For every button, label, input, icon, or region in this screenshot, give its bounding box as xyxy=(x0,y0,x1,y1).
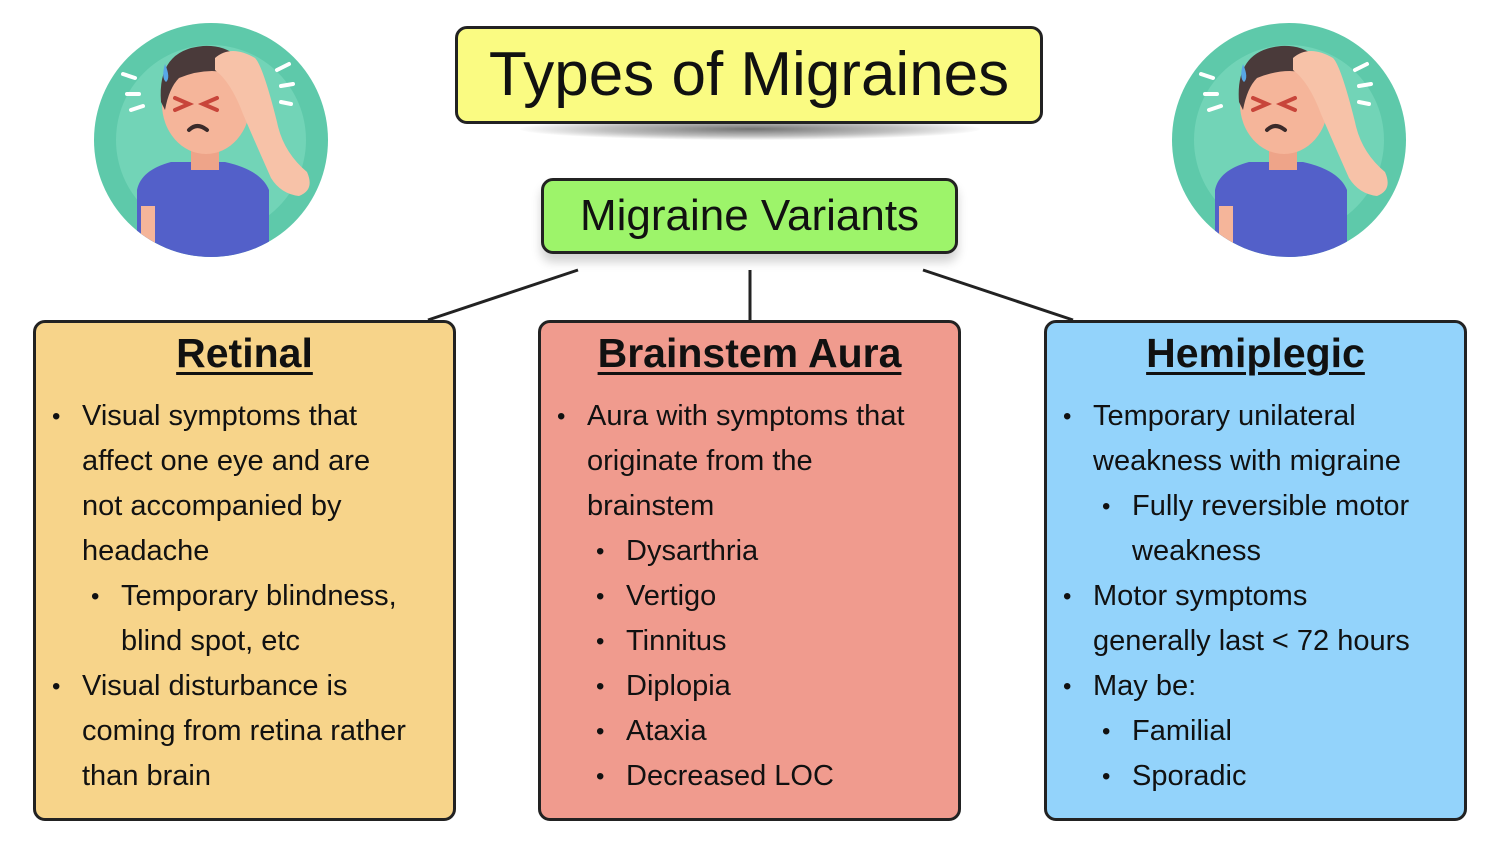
retinal-card-title: Retinal xyxy=(176,330,313,376)
hemiplegic-card-title: Hemiplegic xyxy=(1146,330,1365,376)
brainstem-bullet-text: Decreased LOC xyxy=(626,760,834,792)
bullet-icon: • xyxy=(557,403,566,430)
bullet-icon: • xyxy=(1102,493,1111,520)
bullet-icon: • xyxy=(596,538,605,565)
bullet-icon: • xyxy=(596,628,605,655)
bullet-icon: • xyxy=(91,583,100,610)
hemiplegic-bullet-item: • Familial xyxy=(1047,709,1464,754)
connector-hemiplegic xyxy=(922,268,1074,322)
title-box: Types of Migraines xyxy=(455,26,1043,124)
brainstem-bullet-text: Dysarthria xyxy=(626,535,759,567)
brainstem-bullet-item: • Decreased LOC xyxy=(541,754,958,799)
bullet-icon: • xyxy=(1063,673,1072,700)
brainstem-bullet-text: Tinnitus xyxy=(626,625,727,657)
person-with-headache-icon xyxy=(93,22,329,258)
brainstem-aura-card-title: Brainstem Aura xyxy=(597,330,902,376)
bullet-icon: • xyxy=(1063,583,1072,610)
connector-retinal xyxy=(427,268,579,322)
bullet-icon: • xyxy=(596,673,605,700)
hemiplegic-bullet-text: Familial xyxy=(1132,715,1232,747)
brainstem-bullet-item: • Vertigo xyxy=(541,574,958,619)
hemiplegic-bullet-item: • Sporadic xyxy=(1047,754,1464,799)
brainstem-bullet-item: • Tinnitus xyxy=(541,619,958,664)
brainstem-bullet-text: Diplopia xyxy=(626,670,731,702)
bullet-icon: • xyxy=(52,673,61,700)
retinal-bullet-text: Temporary blindness,blind spot, etc xyxy=(121,580,397,657)
retinal-bullet-item: • Temporary blindness,blind spot, etc xyxy=(36,574,453,664)
brainstem-bullet-text: Vertigo xyxy=(626,580,717,612)
variants-box: Migraine Variants xyxy=(541,178,958,254)
bullet-icon: • xyxy=(1102,718,1111,745)
bullet-icon: • xyxy=(596,583,605,610)
brainstem-bullet-text: Ataxia xyxy=(626,715,707,747)
bullet-icon: • xyxy=(1102,763,1111,790)
bullet-icon: • xyxy=(1063,403,1072,430)
variants-label: Migraine Variants xyxy=(579,191,920,240)
hemiplegic-bullet-text: Sporadic xyxy=(1132,760,1247,792)
brainstem-bullet-item: • Ataxia xyxy=(541,709,958,754)
hemiplegic-bullet-item: • May be: xyxy=(1047,664,1464,709)
page-title: Types of Migraines xyxy=(488,40,1010,109)
person-with-headache-icon xyxy=(1171,22,1407,258)
brainstem-bullet-item: • Dysarthria xyxy=(541,529,958,574)
bullet-icon: • xyxy=(596,763,605,790)
bullet-icon: • xyxy=(596,718,605,745)
brainstem-bullet-item: • Diplopia xyxy=(541,664,958,709)
bullet-icon: • xyxy=(52,403,61,430)
hemiplegic-bullet-text: May be: xyxy=(1093,670,1197,702)
